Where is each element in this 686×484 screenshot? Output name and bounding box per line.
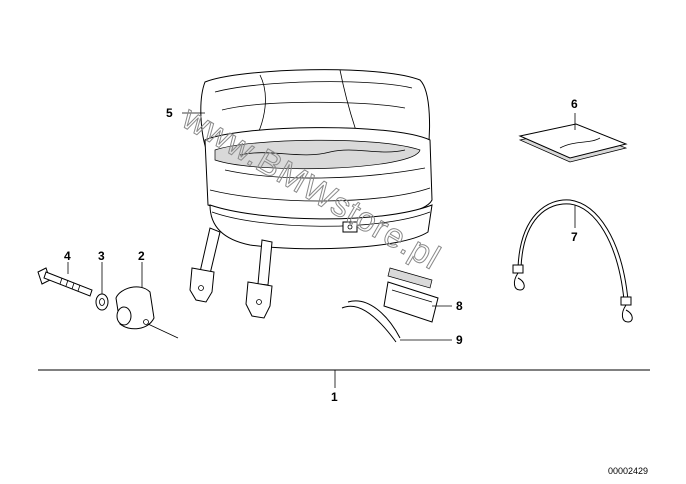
tank-bag (189, 69, 433, 319)
drawing-code: 00002429 (608, 466, 648, 476)
leader-lines (67, 112, 576, 388)
callout-8: 8 (456, 299, 463, 313)
washer-part-3 (95, 293, 109, 311)
buckle-strip-part-8 (383, 267, 439, 323)
callout-6: 6 (571, 97, 578, 111)
callout-3: 3 (98, 249, 105, 263)
bolt-part-4 (37, 267, 93, 297)
callout-5: 5 (166, 106, 173, 120)
cable-part-7 (512, 199, 633, 323)
callout-4: 4 (64, 249, 71, 263)
callout-2: 2 (138, 249, 145, 263)
callout-numbers: 1 2 3 4 5 6 7 8 9 (64, 97, 578, 404)
manual-part-6 (518, 123, 628, 163)
curved-strip-part-9 (341, 300, 401, 343)
callout-7: 7 (571, 230, 578, 244)
callout-1: 1 (331, 390, 338, 404)
clamp-part-2 (115, 286, 179, 339)
callout-9: 9 (456, 333, 463, 347)
